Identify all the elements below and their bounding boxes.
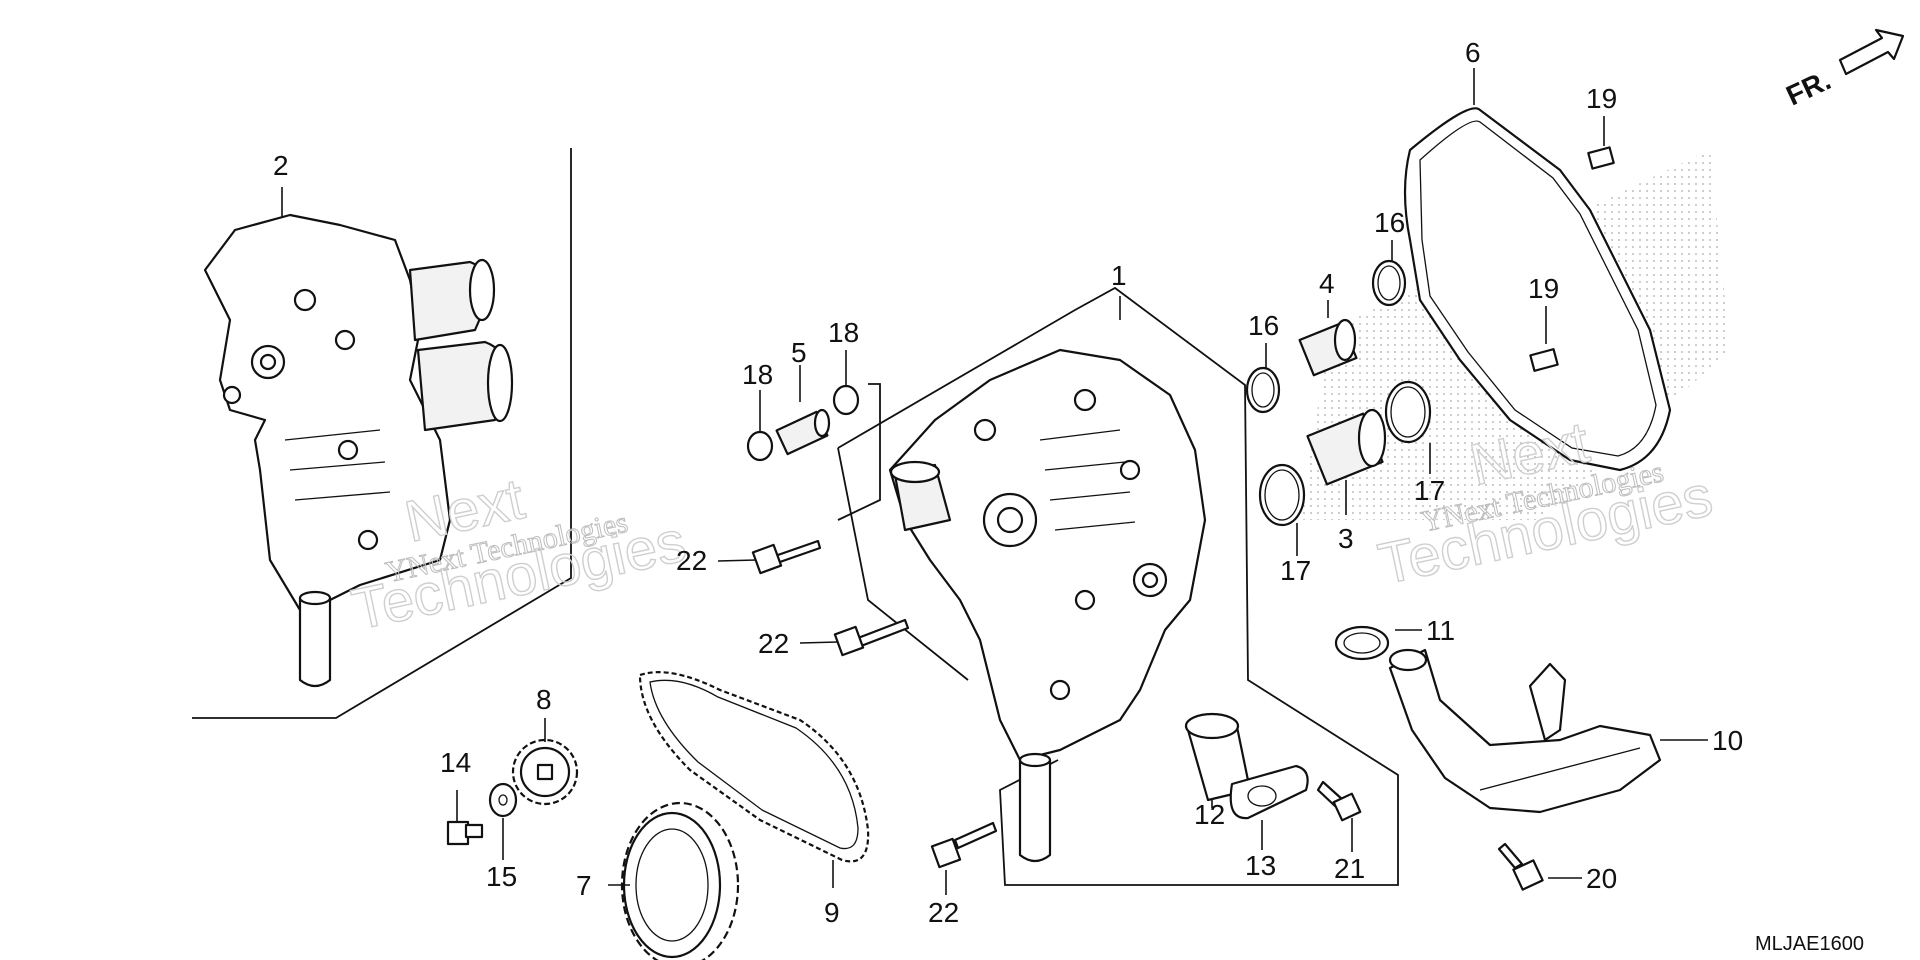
callout-7: 7 xyxy=(576,870,592,901)
callout-19-bottom: 19 xyxy=(1528,273,1559,304)
bolt-22-upper[interactable] xyxy=(751,539,822,575)
callout-8: 8 xyxy=(536,684,552,715)
callout-13: 13 xyxy=(1245,850,1276,881)
diagram-code: MLJAE1600 xyxy=(1755,933,1864,955)
callout-22-upper: 22 xyxy=(676,545,707,576)
callout-20: 20 xyxy=(1586,863,1617,894)
callout-11: 11 xyxy=(1426,615,1455,646)
collar-part-3[interactable] xyxy=(1306,408,1387,486)
callout-15: 15 xyxy=(486,861,517,892)
callout-18-right: 18 xyxy=(828,317,859,348)
o-ring-18-left[interactable] xyxy=(746,430,774,462)
callout-4: 4 xyxy=(1319,268,1335,299)
callout-6: 6 xyxy=(1465,37,1481,68)
callout-10: 10 xyxy=(1712,725,1743,756)
callout-18-left: 18 xyxy=(742,359,773,390)
callout-3: 3 xyxy=(1338,523,1354,554)
oil-pump-assembly-part-1[interactable] xyxy=(837,286,1399,886)
drive-chain-part-9[interactable] xyxy=(638,671,870,863)
callout-16-left: 16 xyxy=(1248,310,1279,341)
callout-labels: 2 1 3 4 5 6 7 8 9 10 11 12 13 14 15 16 1… xyxy=(273,37,1743,928)
o-ring-17-right[interactable] xyxy=(1384,380,1432,444)
washer-part-15[interactable] xyxy=(488,782,518,818)
bolt-part-14[interactable] xyxy=(446,820,484,846)
strainer-plug-part-12[interactable] xyxy=(1184,712,1252,802)
dowel-pin-19-bottom[interactable] xyxy=(1529,348,1559,372)
callout-14: 14 xyxy=(440,747,471,778)
callout-21: 21 xyxy=(1334,853,1365,884)
front-direction-label: FR. xyxy=(1781,64,1835,111)
callout-5: 5 xyxy=(791,337,807,368)
bolt-22-middle[interactable] xyxy=(833,618,910,657)
seal-part-11[interactable] xyxy=(1334,625,1390,661)
callout-22-lower: 22 xyxy=(928,897,959,928)
callout-9: 9 xyxy=(824,897,840,928)
callout-12: 12 xyxy=(1194,799,1225,830)
callout-17-left: 17 xyxy=(1280,555,1311,586)
front-direction-arrow-icon xyxy=(1838,28,1905,76)
bolt-22-lower[interactable] xyxy=(930,821,998,869)
o-ring-18-right[interactable] xyxy=(832,384,860,416)
callout-2: 2 xyxy=(273,150,289,181)
o-ring-17-left[interactable] xyxy=(1258,463,1306,527)
callout-17-right: 17 xyxy=(1414,475,1445,506)
oil-pipe-part-10[interactable] xyxy=(1388,648,1662,814)
collar-part-4[interactable] xyxy=(1298,318,1358,377)
callout-19-top: 19 xyxy=(1586,83,1617,114)
sprocket-part-8[interactable] xyxy=(511,738,579,806)
leader-lines xyxy=(281,68,1708,895)
callout-1: 1 xyxy=(1111,260,1127,291)
dowel-pin-19-top[interactable] xyxy=(1587,146,1615,170)
bolt-part-20[interactable] xyxy=(1497,842,1544,891)
callout-16-right: 16 xyxy=(1374,207,1405,238)
oil-pump-assembly-part-2[interactable] xyxy=(192,148,572,719)
plate-part-13[interactable] xyxy=(1229,764,1309,820)
callout-22-middle: 22 xyxy=(758,628,789,659)
sprocket-part-7[interactable] xyxy=(620,801,740,960)
collar-part-5[interactable] xyxy=(775,408,831,456)
bolt-part-21[interactable] xyxy=(1316,780,1362,822)
gasket-part-6[interactable] xyxy=(1403,107,1672,472)
